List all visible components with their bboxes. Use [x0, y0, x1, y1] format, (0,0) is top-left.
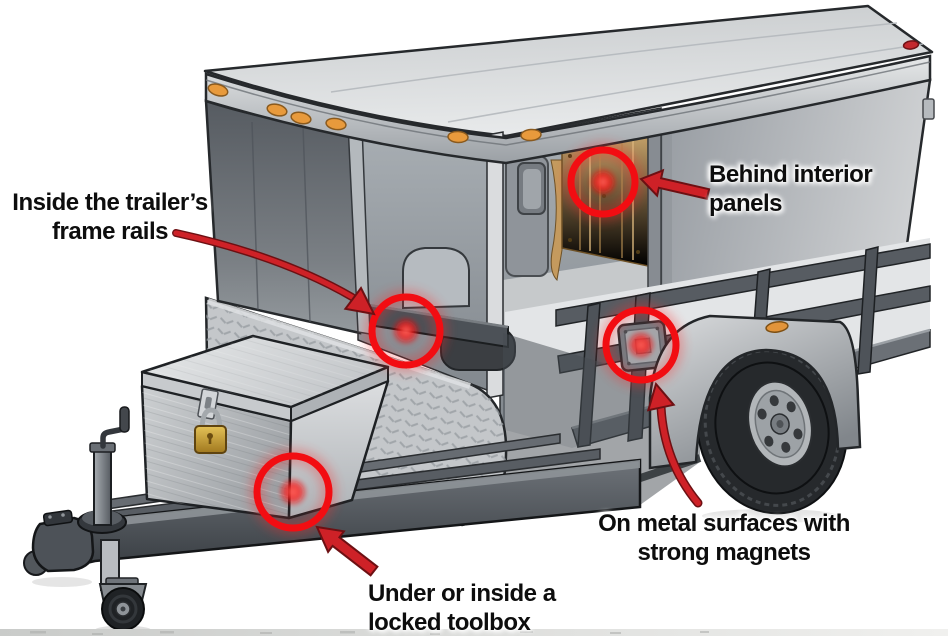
hotspot-circles: [249, 142, 684, 536]
callout-arrows: [172, 168, 711, 577]
callout-line: frame rails: [52, 218, 168, 245]
arrow-frame-rails-icon: [172, 229, 376, 316]
amber-marker-light-icon: [207, 83, 542, 144]
arrow-magnet-icon: [646, 381, 703, 508]
callout-line: Inside the trailer’s: [12, 189, 208, 216]
callout-line: panels: [709, 190, 783, 217]
padlock-icon: [194, 407, 227, 454]
tracker-glow-dot: [588, 167, 618, 197]
jack-post: [93, 448, 112, 526]
jack-crank-handle: [100, 426, 127, 449]
callout-line: locked toolbox: [368, 609, 531, 636]
arrow-interior-panels-icon: [639, 168, 711, 200]
callout-toolbox: Under or inside a locked toolbox: [368, 579, 618, 636]
fender: [648, 314, 862, 470]
callout-line: Under or inside a: [368, 580, 556, 607]
amber-marker-light-icon: [765, 321, 789, 333]
glow-circle-interior-panels: [563, 142, 643, 222]
glow-circle-frame-rails: [364, 289, 448, 373]
interior-wood-trim: [550, 159, 563, 282]
tracker-glow-dot: [278, 477, 308, 507]
coupler-latch: [42, 509, 74, 527]
callout-line: Behind interior: [709, 161, 873, 188]
arrow-toolbox-icon: [315, 525, 379, 577]
frame-crossmember: [857, 246, 879, 375]
red-marker-light-icon: [902, 40, 920, 50]
tongue-jack: [77, 406, 151, 635]
tracker-glow-dot: [391, 316, 421, 346]
trailer-roof: [203, 4, 934, 138]
callout-interior-panels: Behind interior panels: [709, 160, 929, 218]
wheel-rim: [747, 380, 813, 468]
bottom-edge-strip: [0, 629, 948, 636]
interior-side-door: [505, 155, 549, 277]
coupler: [31, 509, 95, 573]
jack-crank-grip: [119, 406, 130, 433]
callout-line: strong magnets: [637, 539, 811, 566]
tracker-glow-dot: [626, 330, 656, 360]
glow-circle-toolbox: [249, 448, 337, 536]
trailer-wheel: [648, 314, 862, 523]
callout-frame-rails: Inside the trailer’s frame rails: [0, 188, 250, 246]
roof-trim-band: [204, 40, 932, 165]
callout-magnets: On metal surfaces with strong magnets: [564, 509, 884, 567]
glow-circle-magnet: [598, 302, 684, 388]
callout-line: On metal surfaces with: [598, 510, 850, 537]
